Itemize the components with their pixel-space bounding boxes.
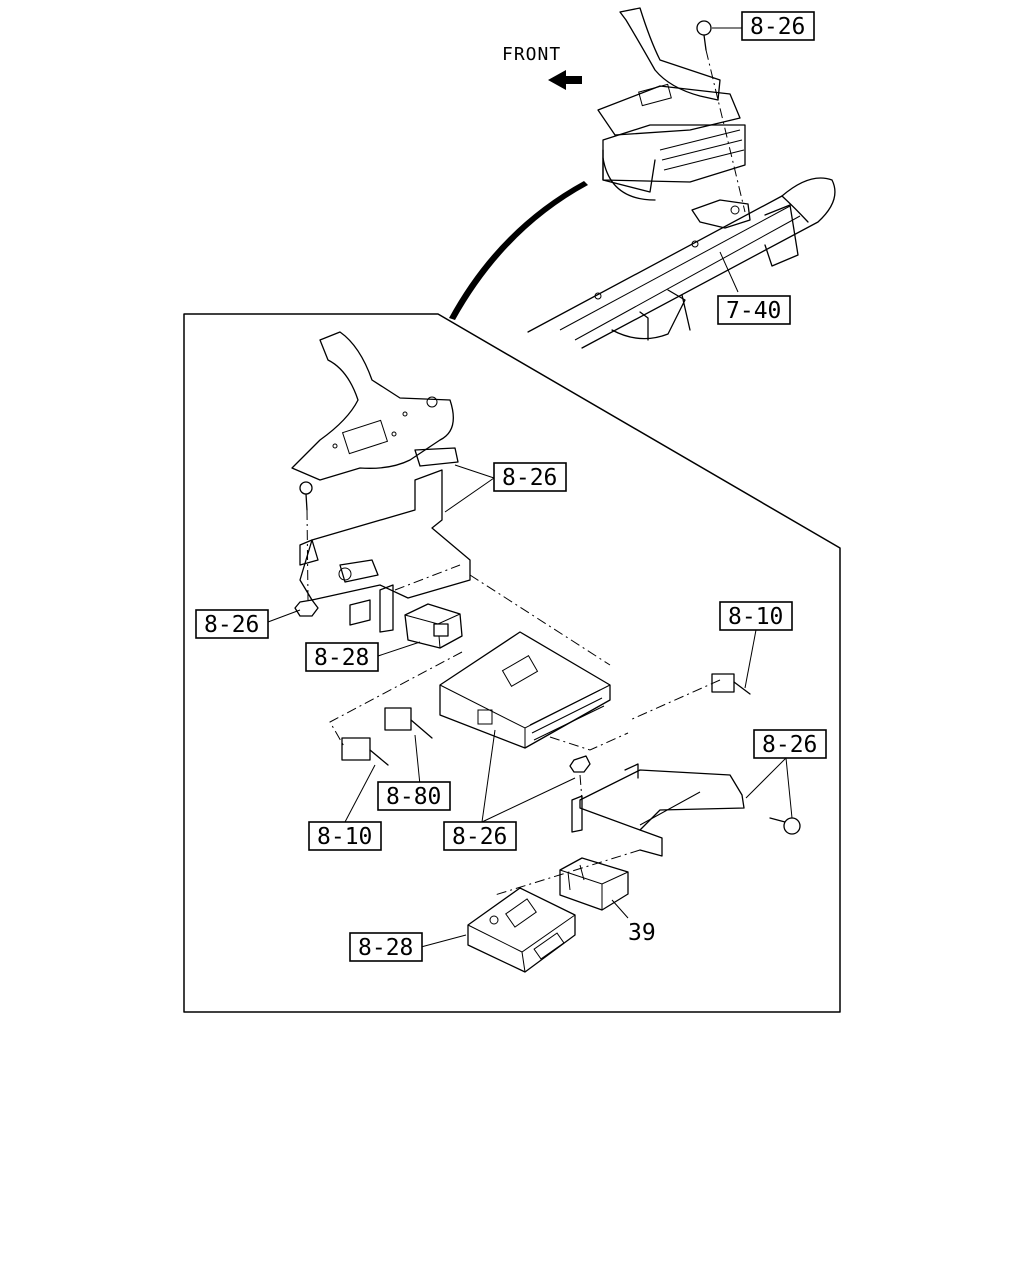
bolt-icon — [696, 20, 712, 51]
callout-8-28-upper: 8-28 — [305, 642, 379, 672]
relay-lower — [467, 887, 576, 973]
svg-text:8-26: 8-26 — [502, 465, 557, 491]
callout-8-28-lower: 8-28 — [349, 932, 423, 962]
upper-bracket — [291, 331, 459, 481]
connector-8-80 — [384, 707, 433, 739]
callout-8-80: 8-80 — [377, 781, 451, 811]
nut-ecu-icon — [569, 755, 591, 773]
nut-icon — [294, 599, 319, 617]
callout-nut-8-26: 8-26 — [195, 609, 269, 639]
relay-upper — [404, 603, 463, 649]
lower-bracket — [571, 763, 745, 857]
callout-8-10-right: 8-10 — [719, 601, 793, 631]
svg-text:8-26: 8-26 — [452, 824, 507, 850]
svg-text:8-10: 8-10 — [728, 604, 783, 630]
svg-text:8-26: 8-26 — [762, 732, 817, 758]
leader-lines — [267, 464, 793, 948]
svg-text:8-26: 8-26 — [750, 14, 805, 40]
svg-text:8-28: 8-28 — [314, 645, 369, 671]
front-label: FRONT — [502, 44, 561, 65]
connector-8-10-right — [711, 673, 751, 695]
connector-8-10-left — [341, 737, 389, 766]
vehicle-overview — [527, 7, 836, 349]
bolt-right-icon — [769, 817, 801, 835]
callout-8-26-ecu: 8-26 — [443, 821, 517, 851]
screw-icon — [299, 481, 313, 511]
detail-frame — [183, 313, 841, 1013]
ecu-box — [439, 631, 611, 749]
detail-pointer-curve — [449, 181, 588, 320]
callout-bracket-8-26: 8-26 — [493, 462, 567, 492]
assembly-lines — [329, 564, 721, 896]
svg-text:8-26: 8-26 — [204, 612, 259, 638]
front-arrow-icon — [548, 70, 582, 90]
svg-text:8-28: 8-28 — [358, 935, 413, 961]
callout-top-8-26: 8-26 — [741, 11, 815, 41]
svg-text:7-40: 7-40 — [726, 298, 781, 324]
part-39 — [559, 857, 629, 911]
svg-text:8-80: 8-80 — [386, 784, 441, 810]
svg-text:8-10: 8-10 — [317, 824, 372, 850]
callout-8-10-left: 8-10 — [308, 821, 382, 851]
mounting-plate — [299, 469, 471, 633]
callout-7-40: 7-40 — [717, 295, 791, 325]
callout-8-26-right: 8-26 — [753, 729, 827, 759]
part-number-39: 39 — [628, 920, 656, 946]
